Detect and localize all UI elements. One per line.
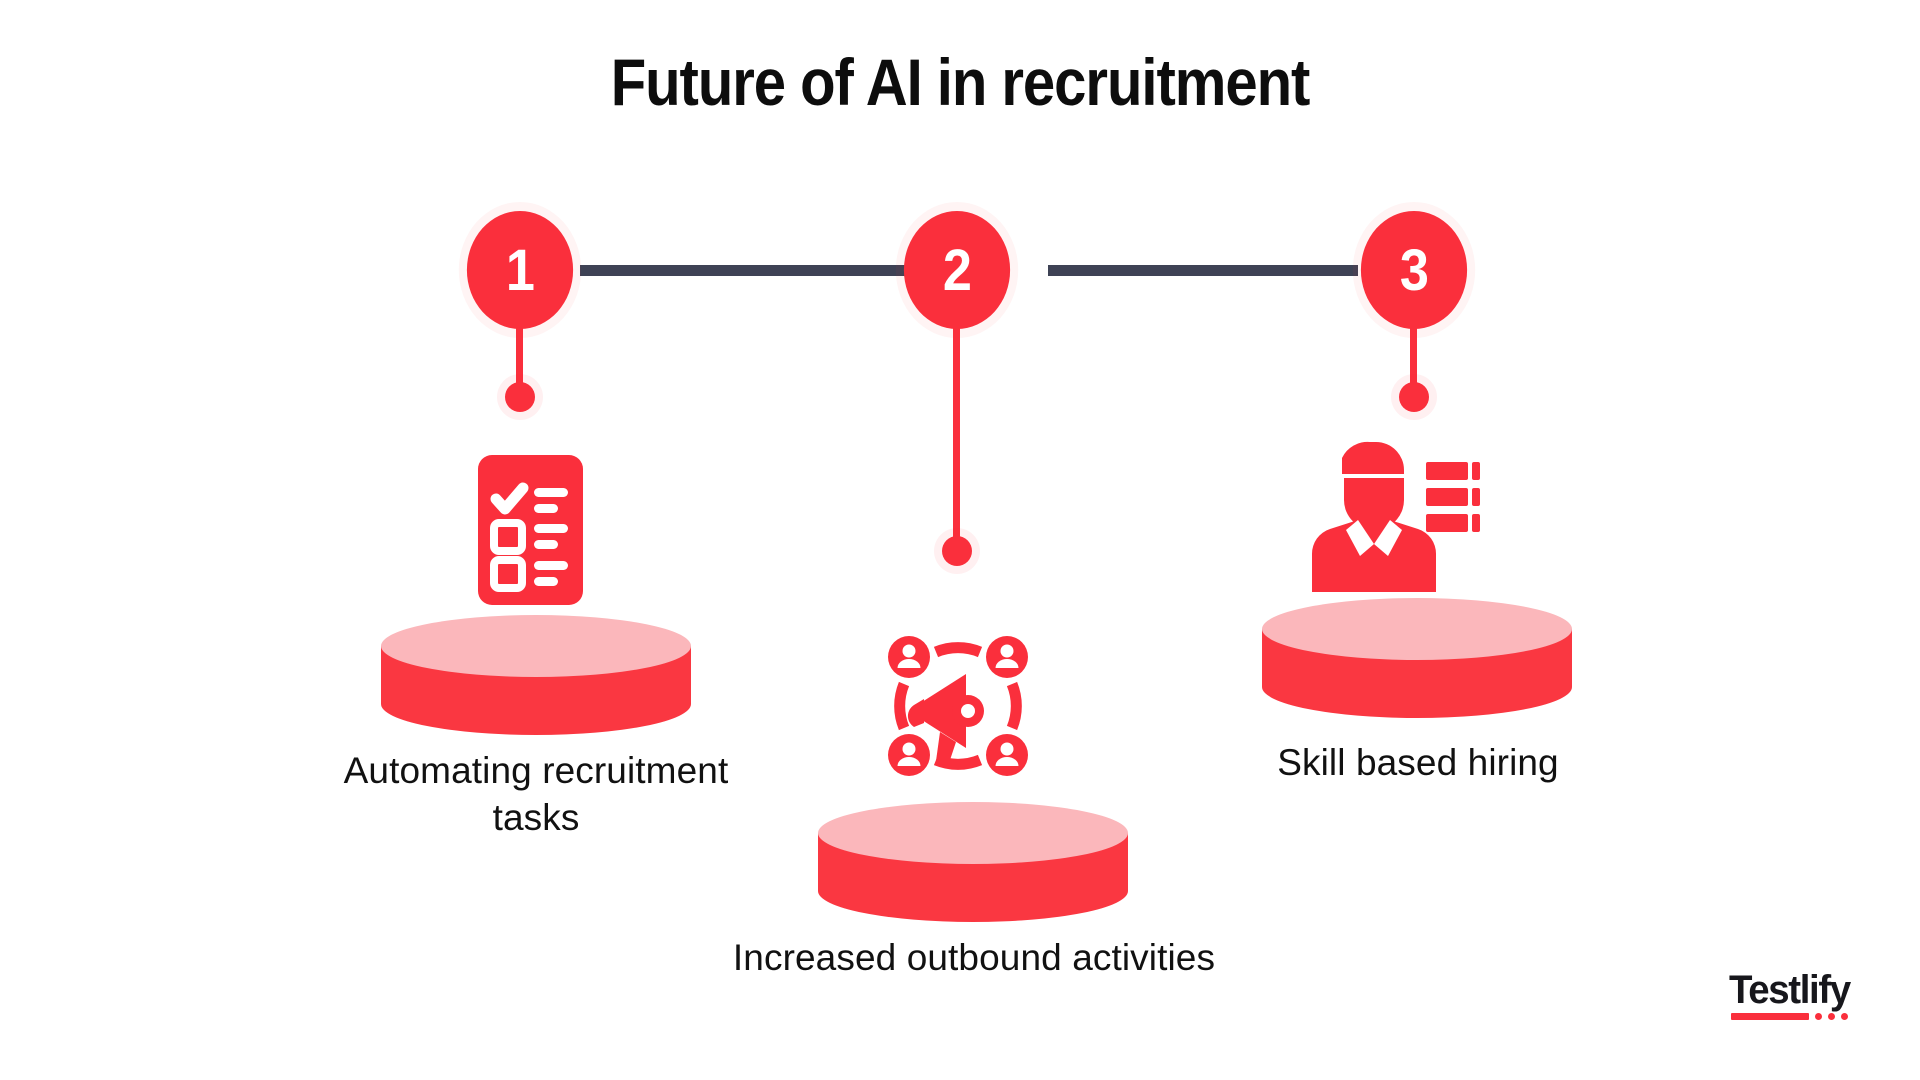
node-2-stem	[953, 325, 960, 543]
node-3-stem-dot	[1399, 382, 1429, 412]
pedestal-3	[1262, 598, 1572, 718]
timeline-node-3[interactable]: 3	[1360, 211, 1468, 329]
pedestal-2	[818, 802, 1128, 922]
testlify-logo[interactable]: Testlify	[1729, 968, 1879, 1030]
caption-2: Increased outbound activities	[732, 937, 1216, 978]
caption-1: Automating recruitment tasks	[343, 750, 729, 838]
logo-dot-2	[1828, 1013, 1835, 1020]
node-1-stem	[516, 325, 523, 389]
logo-wordmark: Testlify	[1729, 968, 1851, 1012]
person-skills-icon	[1300, 440, 1480, 592]
checklist-icon	[478, 455, 583, 605]
pedestal-1	[381, 615, 691, 735]
node-1-stem-dot	[505, 382, 535, 412]
megaphone-audience-icon	[888, 636, 1028, 776]
connector-line-2-3	[1048, 265, 1358, 276]
logo-dot-1	[1815, 1013, 1822, 1020]
page-title: Future of AI in recruitment	[610, 45, 1311, 119]
node-3-stem	[1410, 325, 1417, 389]
logo-dot-3	[1841, 1013, 1848, 1020]
pedestal-3-top	[1262, 598, 1572, 660]
timeline-node-1[interactable]: 1	[466, 211, 574, 329]
node-2-stem-dot	[942, 536, 972, 566]
logo-dots	[1815, 1013, 1848, 1020]
connector-line-1-2	[580, 265, 945, 276]
logo-underline	[1731, 1013, 1809, 1020]
pedestal-2-top	[818, 802, 1128, 864]
pedestal-1-top	[381, 615, 691, 677]
timeline-node-2[interactable]: 2	[903, 211, 1011, 329]
caption-3: Skill based hiring	[1277, 742, 1559, 783]
